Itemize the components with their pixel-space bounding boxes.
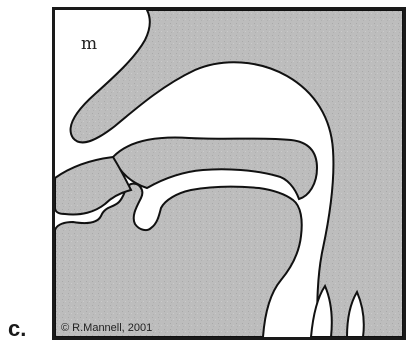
epiglottis — [311, 286, 332, 337]
copyright-notice: © R.Mannell, 2001 — [61, 323, 152, 334]
sound-label: m — [81, 36, 97, 53]
midsagittal-section — [55, 10, 403, 337]
panel-label: c. — [8, 318, 26, 340]
vocal-tract-diagram: m © R.Mannell, 2001 — [52, 7, 406, 340]
